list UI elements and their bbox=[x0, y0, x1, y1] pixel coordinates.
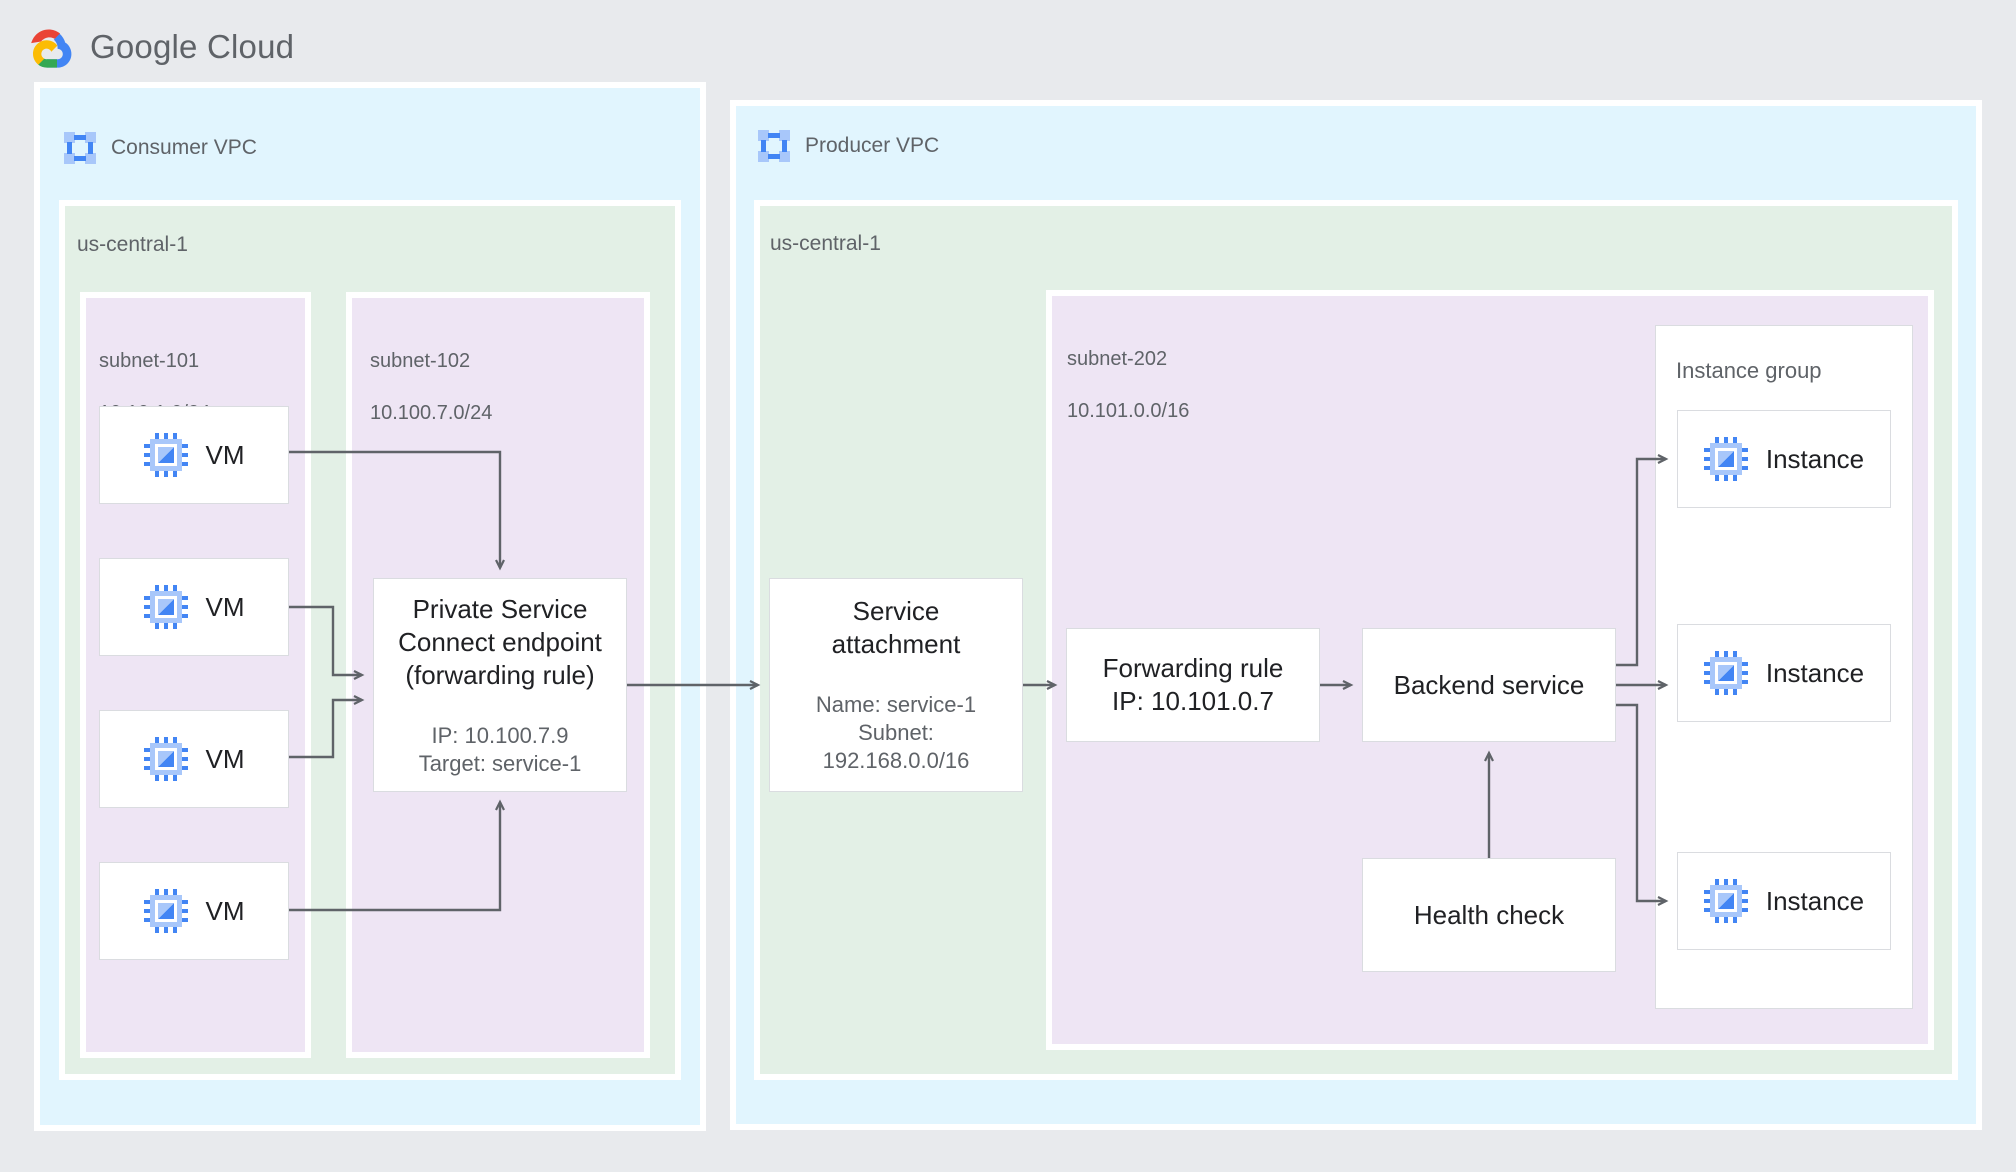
subnet-202-name: subnet-202 bbox=[1067, 348, 1168, 370]
vm-label: VM bbox=[205, 895, 245, 926]
health-check-title: Health check bbox=[1413, 899, 1565, 930]
vpc-network-icon bbox=[757, 129, 791, 163]
psc-endpoint-title: Private Service Connect endpoint (forwar… bbox=[398, 593, 602, 690]
consumer-vpc-header: Consumer VPC bbox=[63, 131, 257, 165]
subnet-101-name: subnet-101 bbox=[99, 350, 200, 372]
instance-label: Instance bbox=[1765, 657, 1865, 688]
instance-node-3[interactable]: Instance bbox=[1677, 852, 1891, 950]
vm-node-2[interactable]: VM bbox=[99, 558, 289, 656]
subnet-202-label: subnet-202 10.101.0.0/16 bbox=[1067, 320, 1189, 450]
vm-row: VM bbox=[143, 433, 245, 477]
subnet-202-cidr: 10.101.0.0/16 bbox=[1067, 400, 1190, 422]
consumer-region-label: us-central-1 bbox=[77, 233, 188, 256]
producer-region-label: us-central-1 bbox=[770, 232, 881, 255]
subnet-102-cidr: 10.100.7.0/24 bbox=[370, 402, 493, 424]
vm-chip-icon bbox=[1703, 651, 1748, 695]
instance-node-2[interactable]: Instance bbox=[1677, 624, 1891, 722]
backend-service-title: Backend service bbox=[1393, 669, 1585, 700]
vm-row: VM bbox=[143, 889, 245, 933]
instance-row: Instance bbox=[1703, 879, 1865, 923]
vm-label: VM bbox=[205, 439, 245, 470]
vm-chip-icon bbox=[143, 889, 188, 933]
service-attachment-node[interactable]: Service attachment Name: service-1 Subne… bbox=[769, 578, 1023, 792]
brand-header: Google Cloud bbox=[28, 26, 294, 68]
vm-chip-icon bbox=[143, 433, 188, 477]
vpc-network-icon bbox=[63, 131, 97, 165]
google-cloud-logo-icon bbox=[28, 26, 74, 68]
subnet-102-name: subnet-102 bbox=[370, 350, 471, 372]
service-attachment-details: Name: service-1 Subnet: 192.168.0.0/16 bbox=[815, 692, 977, 773]
instance-group-label: Instance group bbox=[1676, 358, 1822, 383]
producer-vpc-header: Producer VPC bbox=[757, 129, 939, 163]
vm-node-1[interactable]: VM bbox=[99, 406, 289, 504]
subnet-102-label: subnet-102 10.100.7.0/24 bbox=[370, 322, 492, 452]
service-attachment-title: Service attachment bbox=[831, 596, 961, 659]
instance-node-1[interactable]: Instance bbox=[1677, 410, 1891, 508]
producer-vpc-title: Producer VPC bbox=[805, 134, 940, 157]
psc-endpoint-node[interactable]: Private Service Connect endpoint (forwar… bbox=[373, 578, 627, 792]
instance-label: Instance bbox=[1765, 885, 1865, 916]
instance-row: Instance bbox=[1703, 437, 1865, 481]
vm-row: VM bbox=[143, 585, 245, 629]
vm-label: VM bbox=[205, 591, 245, 622]
vm-node-4[interactable]: VM bbox=[99, 862, 289, 960]
health-check-node[interactable]: Health check bbox=[1362, 858, 1616, 972]
instance-row: Instance bbox=[1703, 651, 1865, 695]
vm-chip-icon bbox=[143, 585, 188, 629]
forwarding-rule-node[interactable]: Forwarding rule IP: 10.101.0.7 bbox=[1066, 628, 1320, 742]
brand-title: Google Cloud bbox=[90, 28, 295, 65]
backend-service-node[interactable]: Backend service bbox=[1362, 628, 1616, 742]
consumer-vpc-title: Consumer VPC bbox=[111, 136, 257, 159]
vm-label: VM bbox=[205, 743, 245, 774]
vm-chip-icon bbox=[1703, 879, 1748, 923]
vm-row: VM bbox=[143, 737, 245, 781]
forwarding-rule-title: Forwarding rule IP: 10.101.0.7 bbox=[1102, 653, 1284, 716]
vm-node-3[interactable]: VM bbox=[99, 710, 289, 808]
psc-endpoint-details: IP: 10.100.7.9 Target: service-1 bbox=[418, 722, 582, 776]
vm-chip-icon bbox=[1703, 437, 1748, 481]
instance-label: Instance bbox=[1765, 443, 1865, 474]
vm-chip-icon bbox=[143, 737, 188, 781]
